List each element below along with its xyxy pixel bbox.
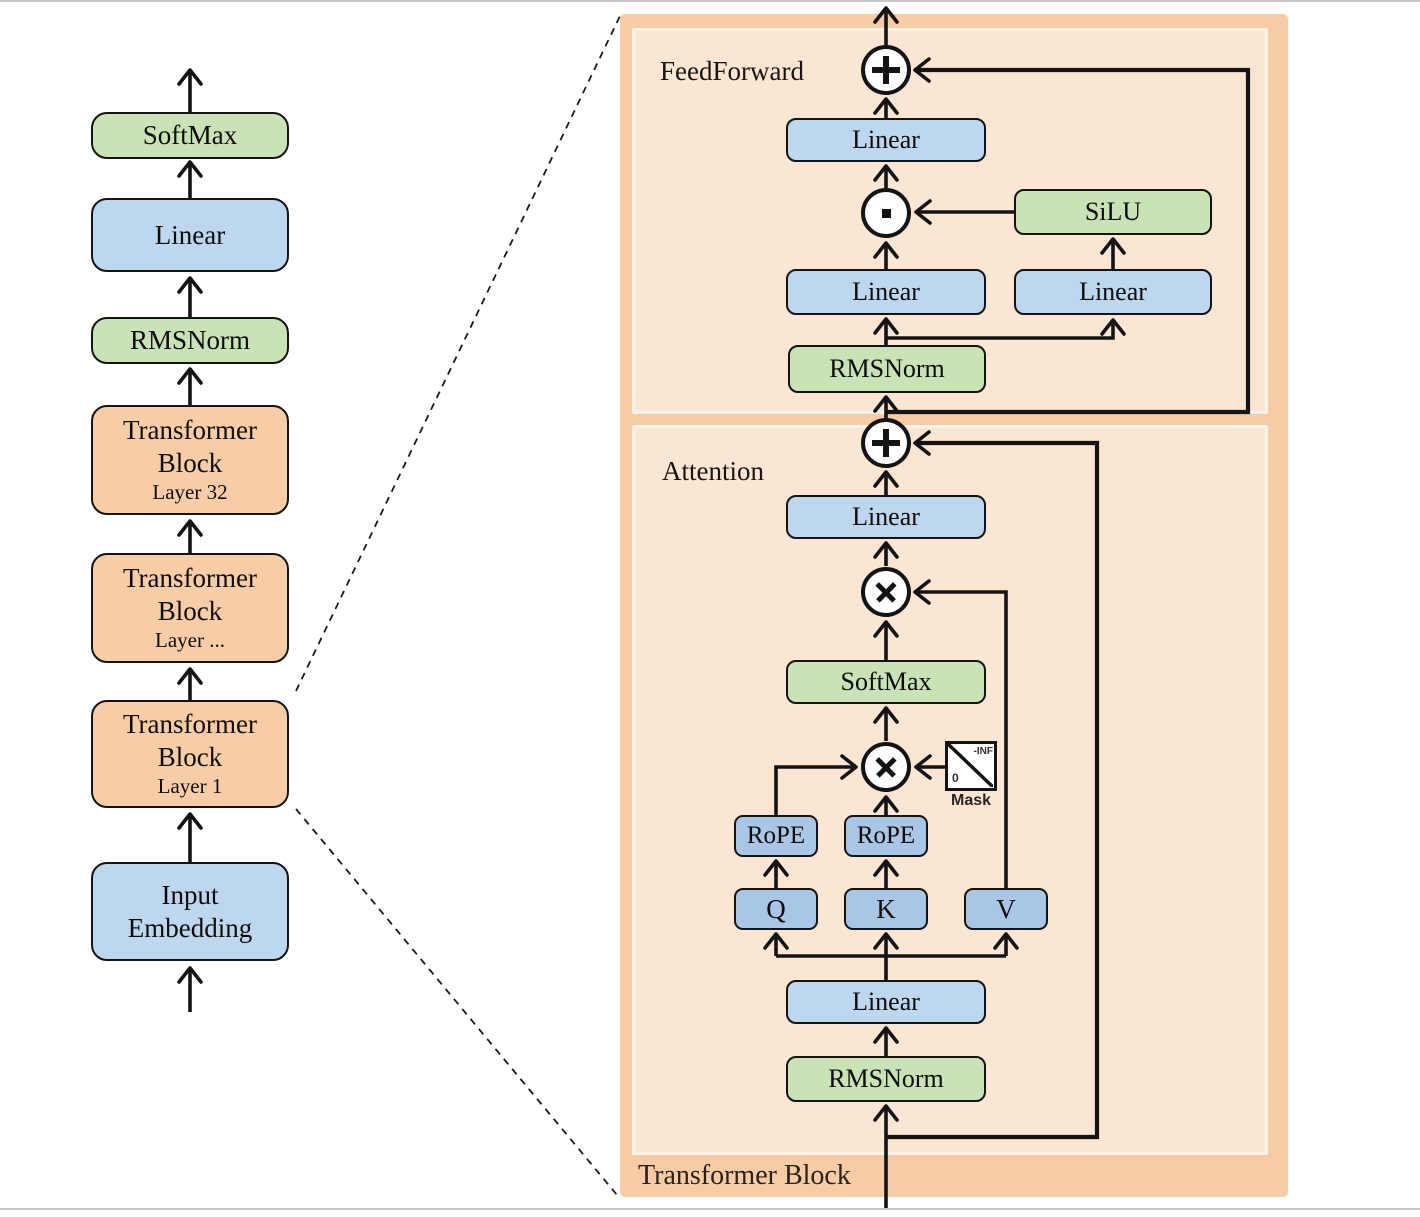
v-box: V [964, 888, 1048, 930]
transformer-block-layer1-label: Transformer Block [123, 709, 257, 773]
ff-gate-linear-label: Linear [852, 277, 920, 307]
ff-up-linear-label: Linear [1079, 277, 1147, 307]
rope-k-label: RoPE [856, 821, 916, 849]
q-label: Q [766, 893, 786, 924]
ff-rmsnorm-box: RMSNorm [788, 345, 986, 393]
ff-residual-add-icon [861, 45, 911, 95]
final-rmsnorm-label: RMSNorm [129, 325, 251, 356]
ff-up-linear-box: Linear [1014, 269, 1212, 315]
mask-diagonal [948, 744, 993, 787]
mask-zero-label: 0 [952, 771, 959, 785]
transformer-block-layer32-box: Transformer Block Layer 32 [91, 405, 289, 515]
transformer-block-layer1-sublabel: Layer 1 [157, 774, 223, 799]
transformer-block-layer-ellipsis-label: Transformer Block [123, 563, 257, 627]
silu-box: SiLU [1014, 189, 1212, 235]
feedforward-wires [873, 6, 1251, 419]
top-border [0, 0, 1420, 2]
softmax-head-label: SoftMax [142, 120, 238, 151]
mask-neg-inf-label: -INF [973, 746, 993, 757]
final-rmsnorm-box: RMSNorm [91, 317, 289, 364]
transformer-block-layer-ellipsis-sublabel: Layer ... [155, 628, 225, 653]
attn-softmax-box: SoftMax [786, 660, 986, 704]
attn-output-linear-box: Linear [786, 495, 986, 539]
ff-output-linear-box: Linear [786, 118, 986, 162]
attn-output-linear-label: Linear [852, 502, 920, 532]
rope-k-box: RoPE [844, 815, 928, 857]
rope-q-box: RoPE [734, 815, 818, 857]
zoom-guide-lines [295, 15, 621, 1196]
mask-label: Mask [950, 792, 992, 809]
input-embedding-label: Input Embedding [127, 879, 253, 943]
attention-wires [763, 430, 1100, 1210]
transformer-block-layer32-label: Transformer Block [123, 415, 257, 479]
attn-softmax-label: SoftMax [840, 667, 932, 697]
attention-label: Attention [662, 456, 764, 486]
attn-output-matmul-icon [861, 567, 911, 617]
attn-rmsnorm-label: RMSNorm [828, 1064, 944, 1094]
k-box: K [844, 888, 928, 930]
bottom-border [0, 1208, 1420, 1210]
attn-residual-add-icon [861, 418, 911, 468]
transformer-block-label: Transformer Block [638, 1160, 851, 1191]
transformer-block-layer1-box: Transformer Block Layer 1 [91, 700, 289, 808]
causal-mask-icon: -INF 0 [945, 741, 997, 791]
attn-rmsnorm-box: RMSNorm [786, 1056, 986, 1102]
silu-label: SiLU [1084, 197, 1142, 227]
transformer-block-layer-ellipsis-box: Transformer Block Layer ... [91, 553, 289, 663]
v-label: V [996, 893, 1016, 924]
elementwise-product-icon [861, 188, 911, 238]
k-label: K [876, 893, 896, 924]
attn-qkv-linear-label: Linear [852, 987, 920, 1017]
feedforward-label: FeedForward [660, 56, 804, 86]
qk-matmul-icon [861, 742, 911, 792]
input-embedding-box: Input Embedding [91, 862, 289, 961]
ff-gate-linear-box: Linear [786, 269, 986, 315]
transformer-block-layer32-sublabel: Layer 32 [152, 480, 228, 505]
q-box: Q [734, 888, 818, 930]
lm-head-linear-label: Linear [154, 219, 226, 250]
ff-output-linear-label: Linear [852, 125, 920, 155]
softmax-head-box: SoftMax [91, 112, 289, 159]
attn-qkv-linear-box: Linear [786, 980, 986, 1024]
ff-rmsnorm-label: RMSNorm [829, 354, 945, 384]
rope-q-label: RoPE [746, 821, 806, 849]
lm-head-linear-box: Linear [91, 198, 289, 272]
